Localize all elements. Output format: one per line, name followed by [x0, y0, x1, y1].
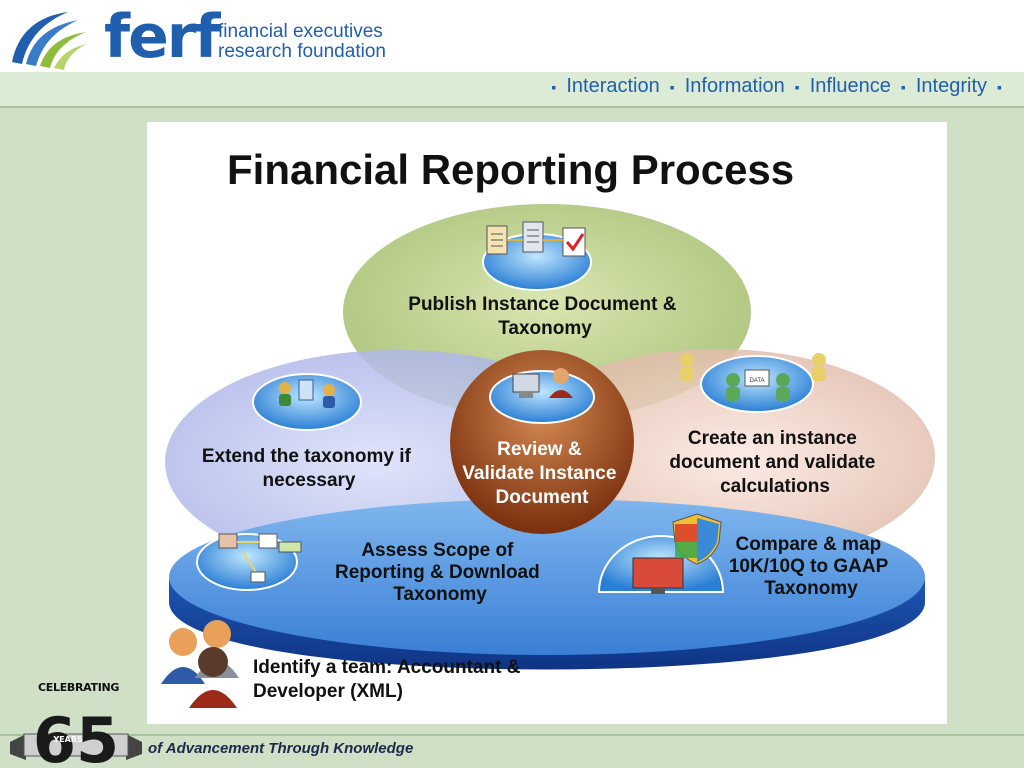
computer-user-icon [512, 368, 573, 398]
badge-years: YEARS [52, 735, 83, 744]
assess-label-line-1: Assess Scope of [361, 540, 514, 561]
data-icon-label: DATA [749, 378, 764, 384]
diagram-title: Financial Reporting Process [227, 146, 794, 193]
compare-label: Compare & map 10K/10Q to GAAP Taxonomy [729, 534, 893, 599]
create-label-line-3: calculations [720, 476, 830, 497]
nav-item-information[interactable]: Information [684, 75, 785, 97]
people-data-icon [680, 353, 826, 401]
ferf-logo-swoosh-icon [12, 12, 86, 70]
assess-label-line-3: Taxonomy [393, 584, 487, 605]
identify-label: Identify a team: Accountant & Developer … [253, 657, 526, 702]
compare-label-line-1: Compare & map [736, 534, 882, 555]
review-dish [489, 370, 595, 424]
compare-label-line-3: Taxonomy [764, 578, 858, 599]
logo-tagline-line-1: financial executives [218, 21, 383, 42]
bullet-icon: ▪ [794, 78, 800, 95]
network-people-icon [279, 379, 335, 408]
create-label: Create an instance document and validate… [669, 428, 880, 497]
footer-tagline: of Advancement Through Knowledge [148, 740, 414, 757]
logo-wordmark: ferf [104, 2, 220, 72]
assess-label: Assess Scope of Reporting & Download Tax… [335, 540, 545, 605]
platform-side [169, 577, 925, 670]
bullet-icon: ▪ [900, 78, 906, 95]
logo-tagline: financial executives research foundation [218, 22, 386, 62]
nav-menu: ▪ Interaction ▪ Information ▪ Influence … [541, 75, 1012, 98]
review-label-line-1: Review & [497, 439, 582, 460]
diagram-panel: Financial Reporting Process [147, 122, 947, 724]
bullet-icon: ▪ [551, 78, 557, 95]
badge-number: 65 [33, 704, 119, 768]
nav-item-integrity[interactable]: Integrity [915, 75, 988, 97]
create-label-line-1: Create an instance [688, 428, 857, 449]
review-label-line-3: Document [496, 487, 590, 508]
footer-divider [0, 734, 1024, 736]
checked-document-icon [562, 227, 586, 257]
process-diagram: Financial Reporting Process [161, 146, 935, 708]
platform-top [169, 499, 925, 655]
nav-item-influence[interactable]: Influence [809, 75, 891, 97]
team-people-icon [161, 620, 239, 708]
bullet-icon: ▪ [669, 78, 675, 95]
nav-bar: ▪ Interaction ▪ Information ▪ Influence … [0, 72, 1024, 108]
identify-label-line-2: Developer (XML) [253, 681, 403, 702]
create-label-line-2: document and validate [669, 452, 875, 473]
nav-item-interaction[interactable]: Interaction [566, 75, 660, 97]
publish-label: Publish Instance Document & Taxonomy [408, 294, 681, 339]
identify-label-line-1: Identify a team: Accountant & [253, 657, 521, 678]
document-icon [486, 225, 508, 255]
document-icon [522, 221, 544, 253]
header: ferf financial executives research found… [0, 0, 1024, 72]
bullet-icon: ▪ [997, 78, 1002, 95]
assess-label-line-2: Reporting & Download [335, 562, 540, 583]
publish-label-line-1: Publish Instance Document & [408, 294, 676, 315]
badge-celebrating-text: CELEBRATING [38, 681, 120, 694]
extend-label: Extend the taxonomy if necessary [202, 446, 416, 491]
monitor-icon [632, 557, 684, 594]
extend-label-line-2: necessary [263, 470, 356, 491]
compare-label-line-2: 10K/10Q to GAAP [729, 556, 889, 577]
review-label-line-2: Validate Instance [462, 463, 616, 484]
publish-label-line-2: Taxonomy [498, 318, 592, 339]
flowchart-icon [218, 533, 302, 583]
review-label: Review & Validate Instance Document [462, 439, 621, 508]
shield-icon [672, 513, 722, 565]
extend-label-line-1: Extend the taxonomy if [202, 446, 412, 467]
anniversary-badge-icon: 65 YEARS [10, 704, 142, 768]
logo-tagline-line-2: research foundation [218, 41, 386, 62]
